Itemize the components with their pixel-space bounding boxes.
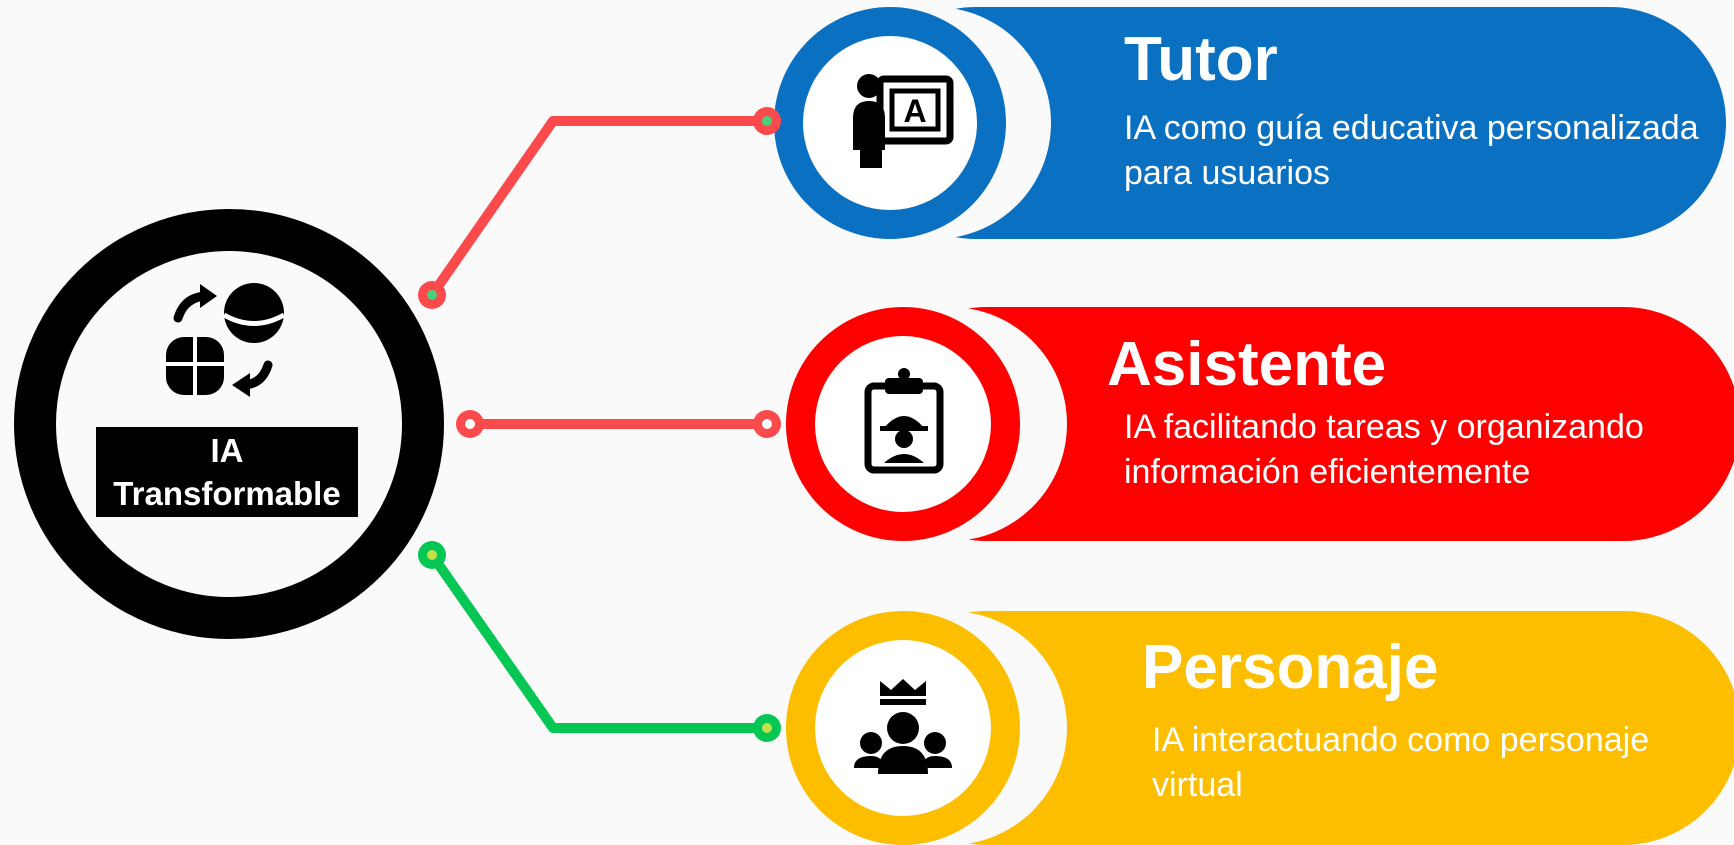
teacher-icon: A bbox=[853, 74, 954, 168]
group-crown-icon bbox=[854, 679, 952, 774]
connector-asistente bbox=[456, 410, 781, 438]
connector-tutor bbox=[418, 107, 781, 309]
ai-transform-icon bbox=[166, 283, 286, 397]
branch-asistente-banner bbox=[786, 307, 1734, 541]
connector-personaje bbox=[418, 541, 781, 742]
clipboard-worker-icon bbox=[864, 368, 944, 474]
center-node bbox=[14, 209, 444, 639]
svg-text:A: A bbox=[903, 93, 926, 129]
branch-personaje-banner bbox=[786, 611, 1734, 845]
